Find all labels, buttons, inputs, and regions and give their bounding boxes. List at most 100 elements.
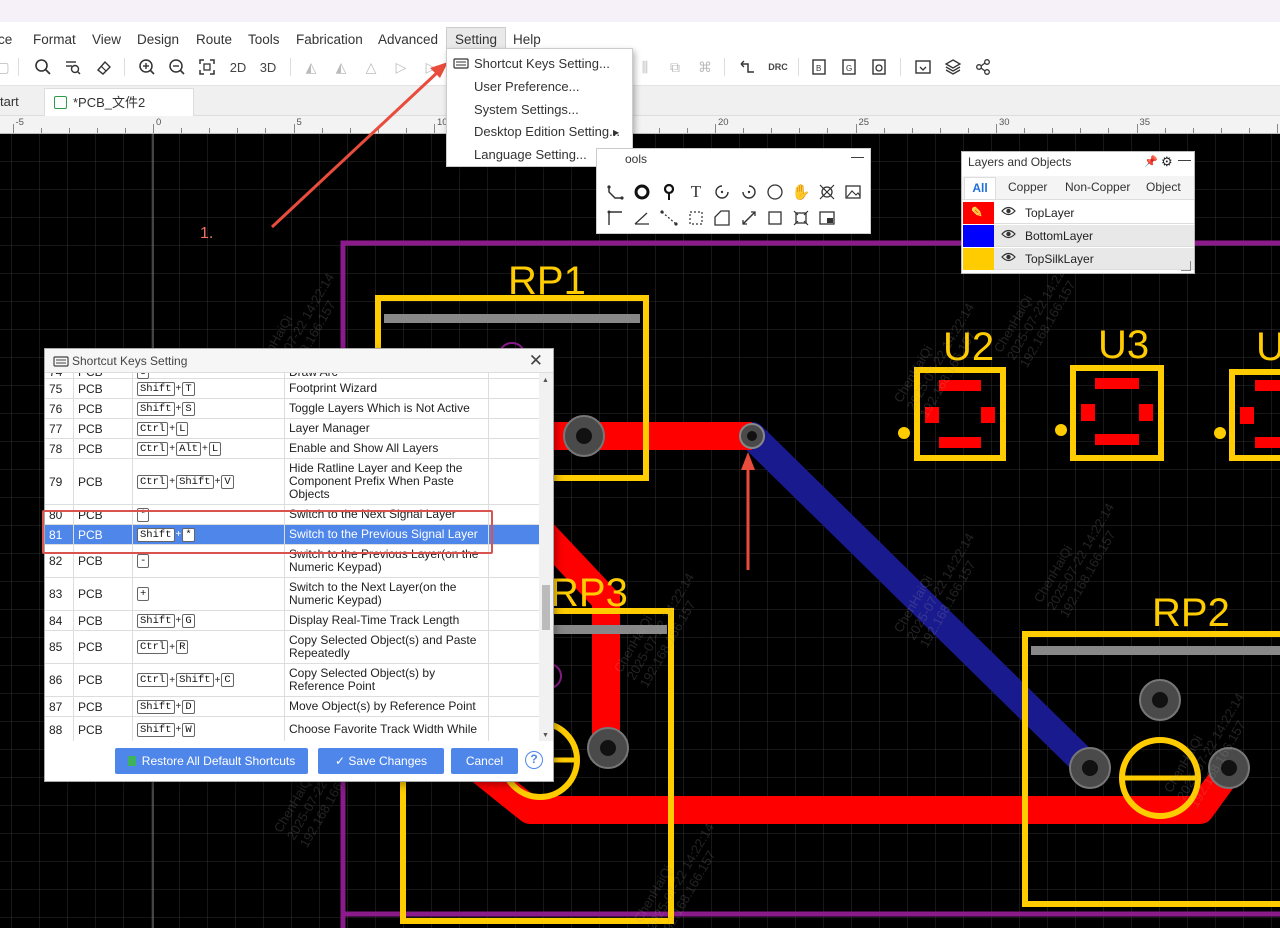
close-icon[interactable]: ✕ xyxy=(529,351,543,371)
key-cap[interactable]: T xyxy=(182,382,194,396)
shortcut-row[interactable]: 75PCBShift+TFootprint Wizard xyxy=(45,379,539,399)
layers-tab-copper[interactable]: Copper xyxy=(1008,177,1047,199)
layer-row[interactable]: TopSilkLayer xyxy=(963,248,1194,270)
key-cap[interactable]: L xyxy=(209,442,221,456)
key-cap[interactable]: Shift xyxy=(137,614,175,628)
cancel-button[interactable]: Cancel xyxy=(451,748,518,774)
angle-dimension-icon[interactable] xyxy=(632,208,652,228)
row-shortcut-keys: Ctrl+L xyxy=(133,419,285,438)
menu-item-desktop-edition-setting[interactable]: Desktop Edition Setting... xyxy=(474,124,620,139)
canvas-origin-icon[interactable] xyxy=(817,182,837,202)
shortcut-row[interactable]: 84PCBShift+GDisplay Real-Time Track Leng… xyxy=(45,611,539,631)
layers-tab-all[interactable]: All xyxy=(964,177,996,199)
circle-tool-icon[interactable] xyxy=(765,182,785,202)
key-cap[interactable]: Ctrl xyxy=(137,640,168,654)
shortcut-row[interactable]: 85PCBCtrl+RCopy Selected Object(s) and P… xyxy=(45,631,539,664)
rectangle-tool-icon[interactable] xyxy=(765,208,785,228)
key-cap[interactable]: C xyxy=(221,673,233,687)
layers-tab-object[interactable]: Object xyxy=(1146,177,1181,199)
row-shortcut-keys: Ctrl+Shift+C xyxy=(133,664,285,696)
dialog-titlebar[interactable]: Shortcut Keys Setting ✕ xyxy=(45,349,553,373)
measure-tool-icon[interactable] xyxy=(739,208,759,228)
minimize-icon[interactable]: — xyxy=(1178,152,1191,167)
key-cap[interactable]: S xyxy=(182,402,194,416)
key-cap[interactable]: G xyxy=(182,614,194,628)
key-cap[interactable]: Ctrl xyxy=(137,673,168,687)
shortcut-row[interactable]: 86PCBCtrl+Shift+CCopy Selected Object(s)… xyxy=(45,664,539,697)
center-arc-tool-icon[interactable] xyxy=(739,182,759,202)
row-number: 85 xyxy=(45,631,74,663)
key-cap[interactable]: - xyxy=(137,554,149,568)
scroll-down-icon[interactable]: ▼ xyxy=(542,732,549,739)
image-tool-icon[interactable] xyxy=(843,182,863,202)
region-tool-icon[interactable] xyxy=(686,208,706,228)
via-tool-icon[interactable] xyxy=(659,182,679,202)
layer-row[interactable]: BottomLayer xyxy=(963,225,1194,247)
shortcut-row[interactable]: 79PCBCtrl+Shift+VHide Ratline Layer and … xyxy=(45,459,539,505)
key-cap[interactable]: Shift xyxy=(176,475,214,489)
shortcut-row[interactable]: 78PCBCtrl+Alt+LEnable and Show All Layer… xyxy=(45,439,539,459)
pad-tool-icon[interactable] xyxy=(632,182,652,202)
key-cap[interactable]: Ctrl xyxy=(137,422,168,436)
eye-icon[interactable] xyxy=(1001,205,1016,219)
scroll-up-icon[interactable]: ▲ xyxy=(542,377,549,384)
table-scrollbar[interactable]: ▲ ▼ xyxy=(539,373,553,741)
restore-defaults-button[interactable]: Restore All Default Shortcuts xyxy=(115,748,308,774)
key-cap[interactable]: Ctrl xyxy=(137,442,168,456)
shortcut-row[interactable]: 76PCBShift+SToggle Layers Which is Not A… xyxy=(45,399,539,419)
scrollbar-thumb[interactable] xyxy=(542,585,550,630)
arc-tool-icon[interactable] xyxy=(712,182,732,202)
eye-icon[interactable] xyxy=(1001,251,1016,265)
key-cap[interactable]: Shift xyxy=(137,723,175,737)
tools-panel-minimize-button[interactable]: — xyxy=(851,149,864,164)
key-cap[interactable]: V xyxy=(221,475,233,489)
menu-item-system-settings[interactable]: System Settings... xyxy=(474,102,579,117)
key-separator: + xyxy=(215,675,221,686)
pin-icon[interactable]: 📌 xyxy=(1144,155,1158,168)
polygon-tool-icon[interactable] xyxy=(712,208,732,228)
menu-item-language-setting[interactable]: Language Setting... xyxy=(474,147,587,162)
shortcut-row[interactable]: 87PCBShift+DMove Object(s) by Reference … xyxy=(45,697,539,717)
key-cap[interactable]: Ctrl xyxy=(137,475,168,489)
resize-grip-icon[interactable] xyxy=(1181,261,1191,271)
ratsnest-tool-icon[interactable] xyxy=(659,208,679,228)
layer-color-swatch[interactable] xyxy=(963,225,994,247)
row-module: PCB xyxy=(74,399,133,418)
select-region-icon[interactable] xyxy=(791,208,811,228)
menu-item-shortcut-keys-setting[interactable]: Shortcut Keys Setting... xyxy=(474,56,610,71)
key-cap[interactable]: + xyxy=(137,587,149,601)
row-module: PCB xyxy=(74,379,133,398)
layers-tab-non-copper[interactable]: Non-Copper xyxy=(1065,177,1130,199)
dimension-tool-icon[interactable] xyxy=(605,208,625,228)
row-number: 87 xyxy=(45,697,74,716)
menu-item-user-preference[interactable]: User Preference... xyxy=(474,79,580,94)
layers-objects-panel: Layers and Objects 📌 ⚙ — All Copper Non-… xyxy=(961,151,1195,274)
row-shortcut-keys: Shift+T xyxy=(133,379,285,398)
key-cap[interactable]: Shift xyxy=(176,673,214,687)
board-outline-tool-icon[interactable] xyxy=(817,208,837,228)
key-cap[interactable]: W xyxy=(182,723,194,737)
layer-color-swatch[interactable]: ✎ xyxy=(963,202,994,224)
key-cap[interactable]: D xyxy=(182,700,194,714)
key-cap[interactable]: Shift xyxy=(137,402,175,416)
help-icon[interactable]: ? xyxy=(525,751,543,769)
key-cap[interactable]: L xyxy=(176,422,188,436)
pan-hand-icon[interactable]: ✋ xyxy=(791,182,811,202)
gear-icon[interactable]: ⚙ xyxy=(1161,154,1173,170)
text-tool-icon[interactable]: T xyxy=(686,182,706,202)
row-shortcut-keys: Shift+W xyxy=(133,717,285,741)
eye-icon[interactable] xyxy=(1001,228,1016,242)
key-cap[interactable]: Alt xyxy=(176,442,201,456)
shortcut-row[interactable]: 77PCBCtrl+LLayer Manager xyxy=(45,419,539,439)
row-description: Copy Selected Object(s) by Reference Poi… xyxy=(285,664,489,696)
key-cap[interactable]: R xyxy=(176,640,188,654)
shortcut-row[interactable]: 83PCB+Switch to the Next Layer(on the Nu… xyxy=(45,578,539,611)
shortcut-row[interactable]: 88PCBShift+WChoose Favorite Track Width … xyxy=(45,717,539,741)
save-changes-button[interactable]: ✓ Save Changes xyxy=(318,748,444,774)
layer-color-swatch[interactable] xyxy=(963,248,994,270)
track-tool-icon[interactable] xyxy=(605,182,625,202)
key-cap[interactable]: Shift xyxy=(137,700,175,714)
layer-row[interactable]: ✎TopLayer xyxy=(963,202,1194,224)
row-description: Move Object(s) by Reference Point xyxy=(285,697,489,716)
key-cap[interactable]: Shift xyxy=(137,382,175,396)
